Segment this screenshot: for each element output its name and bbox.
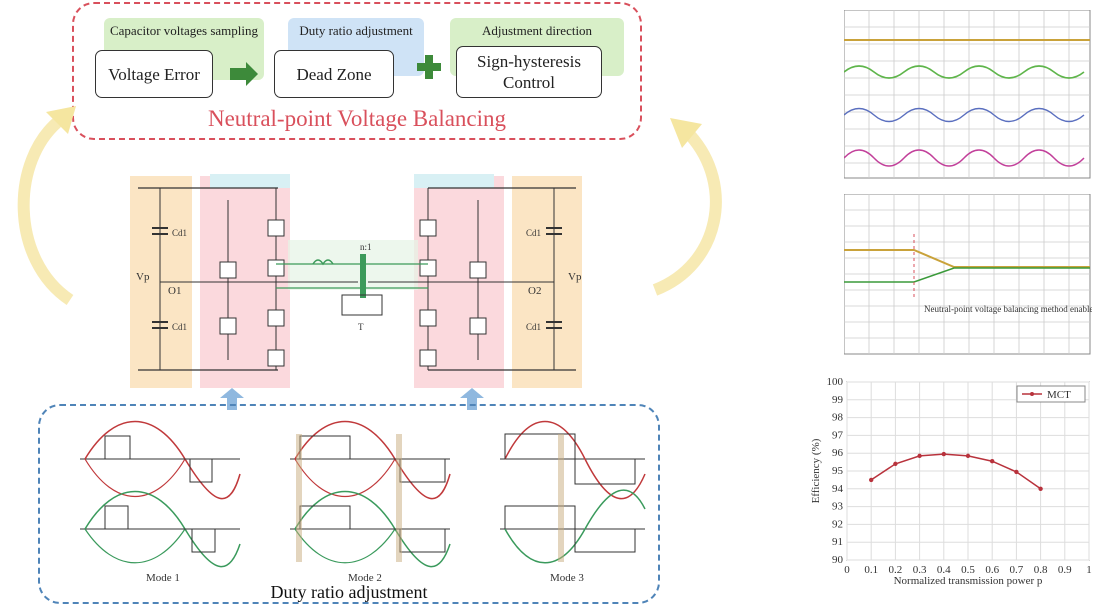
- mode-1-label: Mode 1: [146, 572, 180, 584]
- y-tick-label: 92: [832, 518, 843, 530]
- data-point: [1014, 469, 1019, 475]
- chart-legend: MCT: [1016, 385, 1086, 403]
- x-tick-label: 1: [1086, 564, 1092, 576]
- mode-1-waveform: [80, 420, 241, 568]
- mode-2-waveform: [290, 420, 451, 568]
- feedback-arrows: [17, 106, 722, 305]
- vp-left-label: Vp: [136, 271, 150, 283]
- blue-arrows: [220, 388, 484, 410]
- vp-right-label: Vp: [568, 271, 582, 283]
- x-tick-label: 0.9: [1058, 564, 1072, 576]
- x-tick-label: 0.8: [1034, 564, 1048, 576]
- legend-label-mct: MCT: [1047, 389, 1071, 401]
- data-point: [941, 451, 946, 457]
- x-tick-label: 0.7: [1010, 564, 1024, 576]
- mode-3-label: Mode 3: [550, 572, 584, 584]
- cd-bot-right-label: Cd1: [526, 322, 541, 332]
- sign-hysteresis-line1: Sign-hysteresis: [477, 52, 581, 71]
- y-tick-label: 100: [827, 376, 844, 388]
- transformer-label: T: [358, 322, 364, 332]
- mode-3-waveform: [500, 420, 646, 564]
- y-tick-label: 91: [832, 536, 843, 548]
- x-tick-label: 0.5: [961, 564, 975, 576]
- y-tick-label: 95: [832, 465, 844, 477]
- mode-2-label: Mode 2: [348, 572, 382, 584]
- up-arrow-icon-left: [220, 388, 244, 410]
- data-point: [893, 461, 898, 467]
- data-point: [990, 459, 995, 464]
- y-axis-label: Efficiency (%): [810, 438, 822, 503]
- block-dead-zone: Dead Zone: [274, 50, 394, 98]
- right-arrow-icon: [230, 62, 258, 86]
- control-dashed-box: [72, 2, 642, 140]
- data-point: [1038, 486, 1043, 491]
- y-tick-label: 98: [832, 412, 844, 424]
- balancing-title: Neutral-point Voltage Balancing: [207, 106, 507, 131]
- series-line-mct: [870, 453, 1042, 490]
- cd-top-left-label: Cd1: [172, 228, 187, 238]
- ratio-label: n:1: [360, 242, 372, 252]
- duty-dashed-box: [38, 404, 660, 604]
- x-tick-label: 0.4: [937, 564, 951, 576]
- series-points-mct: [869, 451, 1043, 491]
- o1-label: O1: [168, 285, 181, 297]
- duty-title: Duty ratio adjustment: [270, 582, 428, 602]
- left-curved-arrow-icon: [17, 115, 74, 305]
- y-tick-label: 99: [832, 394, 844, 406]
- x-tick-label: 0.1: [864, 564, 878, 576]
- x-tick-label: 0.6: [985, 564, 999, 576]
- chart-grid: [846, 381, 1090, 561]
- chart-ticks: 0 0.1 0.2 0.3 0.4 0.5 0.6 0.7 0.8 0.9 1 90 91 92 93 94 9…: [827, 376, 1092, 576]
- x-axis-label: Normalized transmission power p: [894, 575, 1043, 587]
- x-tick-label: 0.2: [889, 564, 903, 576]
- control-symbols: [230, 55, 441, 86]
- scope-waveforms-2: Neutral-point voltage balancing method e…: [844, 194, 1092, 355]
- balancing-note: Neutral-point voltage balancing method e…: [924, 304, 1092, 314]
- o2-label: O2: [528, 285, 541, 297]
- cd-top-right-label: Cd1: [526, 228, 541, 238]
- data-point: [917, 453, 922, 459]
- y-tick-label: 94: [832, 483, 844, 495]
- data-point: [965, 453, 971, 459]
- cd-bot-left-label: Cd1: [172, 322, 187, 332]
- x-tick-label: 0.3: [913, 564, 927, 576]
- block-sign-hysteresis: Sign-hysteresis Control: [456, 46, 602, 98]
- y-tick-label: 90: [832, 554, 844, 566]
- scope-waveforms-1: [844, 10, 1091, 179]
- mode-waveforms: [80, 420, 646, 568]
- y-tick-label: 97: [832, 429, 844, 441]
- y-tick-label: 93: [832, 501, 844, 513]
- efficiency-chart: 0 0.1 0.2 0.3 0.4 0.5 0.6 0.7 0.8 0.9 1 90 91 92 93 94 9…: [810, 376, 1092, 587]
- right-curved-arrow-icon: [652, 130, 722, 296]
- plus-icon: [417, 55, 441, 79]
- up-arrow-icon-right: [460, 388, 484, 410]
- data-point: [869, 477, 874, 483]
- y-tick-label: 96: [832, 447, 844, 459]
- block-voltage-error: Voltage Error: [95, 50, 213, 98]
- x-tick-label: 0: [844, 564, 850, 576]
- dab-circuit: Vp Vp O1 O2 Cd1 Cd1 Cd1 Cd1 n:1 T: [130, 174, 582, 388]
- sign-hysteresis-line2: Control: [503, 73, 555, 92]
